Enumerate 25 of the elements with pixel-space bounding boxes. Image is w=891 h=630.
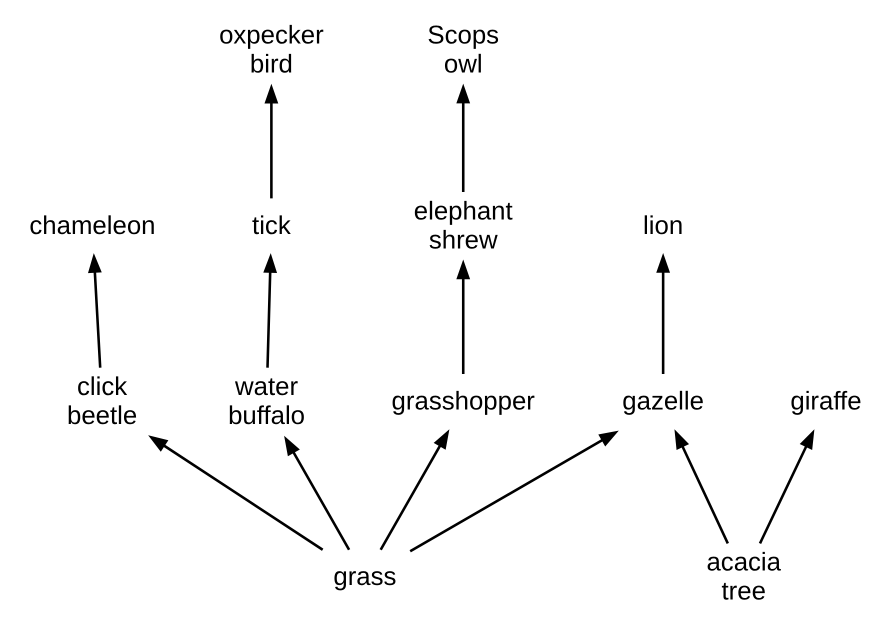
arrow — [758, 428, 814, 544]
node-text: Scops owl — [427, 21, 500, 78]
node-text: elephant shrew — [414, 196, 513, 254]
node-text: water buffalo — [228, 372, 306, 430]
node-text: gazelle — [622, 386, 704, 415]
node-text: chameleon — [29, 211, 156, 240]
node-text: acacia tree — [706, 548, 782, 606]
arrow — [380, 428, 450, 550]
node-text: grass — [333, 562, 396, 591]
node-text: click beetle — [66, 372, 138, 430]
node-text: tick — [252, 211, 291, 240]
arrow — [263, 252, 278, 368]
arrow — [456, 259, 470, 374]
node-text: giraffe — [790, 386, 862, 415]
arrow — [656, 252, 670, 374]
node-text: grasshopper — [392, 386, 535, 415]
arrow — [456, 83, 470, 192]
node-text: oxpecker bird — [219, 21, 324, 78]
arrow — [88, 252, 102, 368]
arrow — [148, 434, 324, 550]
arrow — [674, 428, 729, 544]
node-text: lion — [643, 211, 684, 240]
arrow — [264, 83, 278, 198]
arrow — [284, 435, 350, 550]
arrow — [410, 430, 619, 552]
